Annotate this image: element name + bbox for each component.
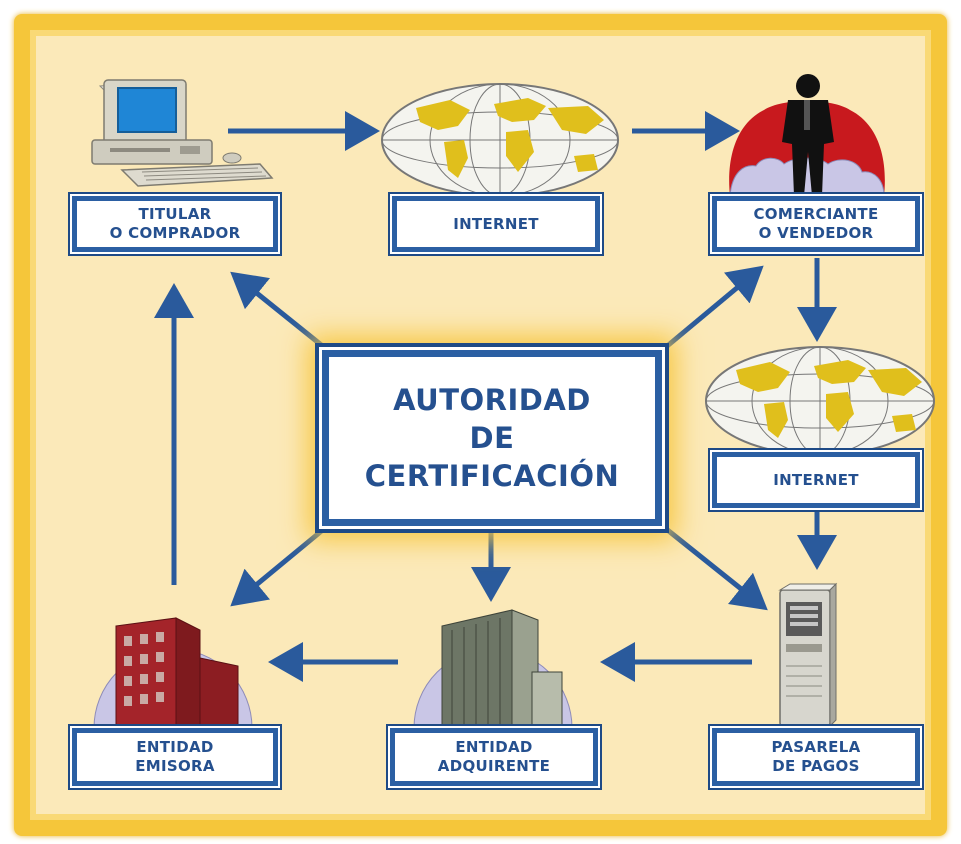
node-label-pasarela: PASARELA DE PAGOS bbox=[712, 728, 920, 786]
node-label-emisora: ENTIDAD EMISORA bbox=[72, 728, 278, 786]
node-label-line: DE PAGOS bbox=[772, 757, 860, 775]
node-label-line: ADQUIRENTE bbox=[437, 757, 551, 775]
node-label-line: TITULAR bbox=[138, 205, 212, 223]
building-icon bbox=[93, 617, 253, 729]
node-label-line: ENTIDAD bbox=[455, 738, 533, 756]
central-line-1: AUTORIDAD bbox=[393, 383, 591, 417]
node-label-internet-right: INTERNET bbox=[712, 452, 920, 508]
globe-icon bbox=[381, 83, 619, 197]
server-icon bbox=[778, 582, 838, 728]
arrow-ca-to-emisora bbox=[230, 522, 332, 607]
central-line-2: DE bbox=[469, 421, 515, 455]
central-node-autoridad-de-certificacion: AUTORIDAD DE CERTIFICACIÓN bbox=[322, 350, 662, 526]
arrow-ca-to-titular bbox=[230, 271, 332, 354]
node-label-titular: TITULAR O COMPRADOR bbox=[72, 196, 278, 252]
computer-icon bbox=[91, 79, 274, 187]
node-label-line: INTERNET bbox=[773, 470, 859, 489]
central-line-3: CERTIFICACIÓN bbox=[364, 459, 620, 493]
node-label-comerciante: COMERCIANTE O VENDEDOR bbox=[712, 196, 920, 252]
node-label-line: INTERNET bbox=[453, 214, 539, 233]
globe-icon bbox=[705, 346, 935, 456]
node-label-line: PASARELA bbox=[771, 738, 861, 756]
arrow-ca-to-comerciante bbox=[658, 265, 764, 354]
node-label-adquirente: ENTIDAD ADQUIRENTE bbox=[390, 728, 598, 786]
node-label-internet-top: INTERNET bbox=[392, 196, 600, 252]
arrow-ca-to-pasarela bbox=[658, 522, 768, 611]
businessman-icon bbox=[729, 74, 885, 197]
node-label-line: ENTIDAD bbox=[136, 738, 214, 756]
node-label-line: O VENDEDOR bbox=[758, 224, 874, 242]
building-icon bbox=[413, 609, 573, 729]
node-label-line: O COMPRADOR bbox=[109, 224, 241, 242]
node-label-line: COMERCIANTE bbox=[753, 205, 879, 223]
node-label-line: EMISORA bbox=[135, 757, 215, 775]
